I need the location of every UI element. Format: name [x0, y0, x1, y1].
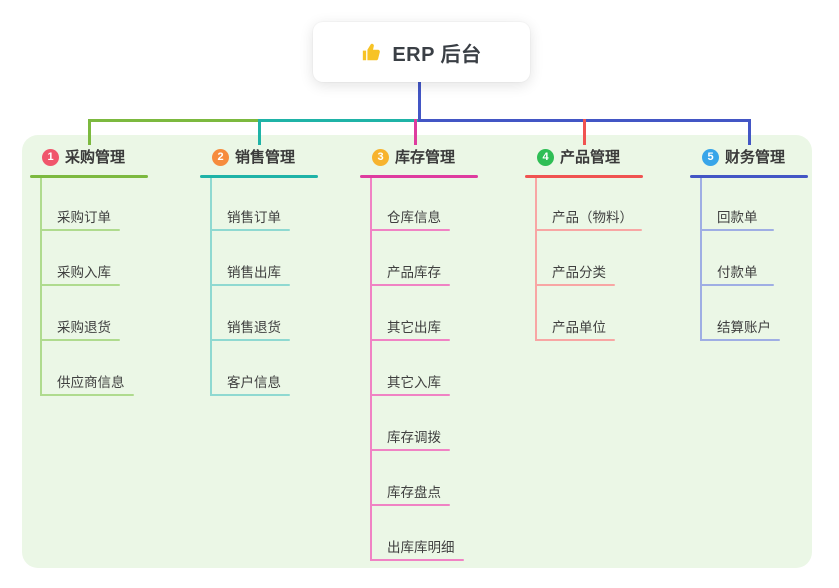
node-3-2[interactable]: 产品库存 — [387, 265, 441, 280]
node-3-6[interactable]: 库存盘点 — [387, 485, 441, 500]
branch-badge-1: 1 — [42, 149, 59, 166]
branch-drop-line-1 — [88, 119, 91, 145]
branch-badge-5: 5 — [702, 149, 719, 166]
node-underline-5-2 — [700, 284, 774, 286]
node-2-3[interactable]: 销售退货 — [227, 320, 281, 335]
node-underline-5-1 — [700, 229, 774, 231]
node-underline-2-1 — [210, 229, 290, 231]
root-node[interactable]: ERP 后台 — [313, 22, 530, 82]
branch-underline-1 — [30, 175, 148, 178]
node-underline-3-4 — [370, 394, 450, 396]
node-3-3[interactable]: 其它出库 — [387, 320, 441, 335]
branch-title-5[interactable]: 财务管理 — [725, 149, 786, 166]
branch-trunk-3 — [370, 178, 372, 561]
branch-underline-5 — [690, 175, 808, 178]
branch-underline-4 — [525, 175, 643, 178]
node-underline-4-1 — [535, 229, 642, 231]
node-1-3[interactable]: 采购退货 — [57, 320, 111, 335]
node-underline-2-4 — [210, 394, 290, 396]
branch-underline-2 — [200, 175, 318, 178]
node-underline-3-5 — [370, 449, 450, 451]
branch-drop-line-2 — [258, 119, 261, 145]
branch-drop-line-3 — [414, 119, 417, 145]
branch-title-2[interactable]: 销售管理 — [235, 149, 296, 166]
node-4-1[interactable]: 产品（物料） — [552, 210, 633, 225]
root-node-label: ERP 后台 — [392, 43, 482, 66]
node-underline-3-1 — [370, 229, 450, 231]
node-2-2[interactable]: 销售出库 — [227, 265, 281, 280]
node-underline-1-3 — [40, 339, 120, 341]
node-underline-3-6 — [370, 504, 450, 506]
node-underline-1-2 — [40, 284, 120, 286]
bus-segment-1 — [88, 119, 258, 122]
branch-trunk-1 — [40, 178, 42, 396]
branch-title-4[interactable]: 产品管理 — [560, 149, 621, 166]
node-underline-4-2 — [535, 284, 615, 286]
bus-segment-2 — [258, 119, 418, 122]
node-underline-3-2 — [370, 284, 450, 286]
branch-trunk-4 — [535, 178, 537, 341]
node-underline-1-4 — [40, 394, 134, 396]
node-3-5[interactable]: 库存调拨 — [387, 430, 441, 445]
branch-drop-line-4 — [583, 119, 586, 145]
branch-badge-4: 4 — [537, 149, 554, 166]
branch-drop-line-5 — [748, 119, 751, 145]
node-underline-2-3 — [210, 339, 290, 341]
node-1-4[interactable]: 供应商信息 — [57, 375, 125, 390]
node-underline-1-1 — [40, 229, 120, 231]
node-3-1[interactable]: 仓库信息 — [387, 210, 441, 225]
node-1-1[interactable]: 采购订单 — [57, 210, 111, 225]
node-5-3[interactable]: 结算账户 — [717, 320, 771, 335]
node-underline-3-7 — [370, 559, 464, 561]
node-3-7[interactable]: 出库库明细 — [387, 540, 455, 555]
branch-trunk-5 — [700, 178, 702, 341]
root-connector-line — [418, 82, 421, 122]
mindmap-panel — [22, 135, 812, 568]
node-4-3[interactable]: 产品单位 — [552, 320, 606, 335]
node-2-4[interactable]: 客户信息 — [227, 375, 281, 390]
node-5-1[interactable]: 回款单 — [717, 210, 758, 225]
thumbs-up-icon — [363, 43, 381, 61]
branch-badge-2: 2 — [212, 149, 229, 166]
node-underline-4-3 — [535, 339, 615, 341]
branch-trunk-2 — [210, 178, 212, 396]
node-underline-5-3 — [700, 339, 780, 341]
node-3-4[interactable]: 其它入库 — [387, 375, 441, 390]
node-1-2[interactable]: 采购入库 — [57, 265, 111, 280]
branch-title-1[interactable]: 采购管理 — [65, 149, 126, 166]
branch-badge-3: 3 — [372, 149, 389, 166]
node-underline-2-2 — [210, 284, 290, 286]
branch-underline-3 — [360, 175, 478, 178]
node-5-2[interactable]: 付款单 — [717, 265, 758, 280]
node-4-2[interactable]: 产品分类 — [552, 265, 606, 280]
node-2-1[interactable]: 销售订单 — [227, 210, 281, 225]
node-underline-3-3 — [370, 339, 450, 341]
branch-title-3[interactable]: 库存管理 — [395, 149, 456, 166]
